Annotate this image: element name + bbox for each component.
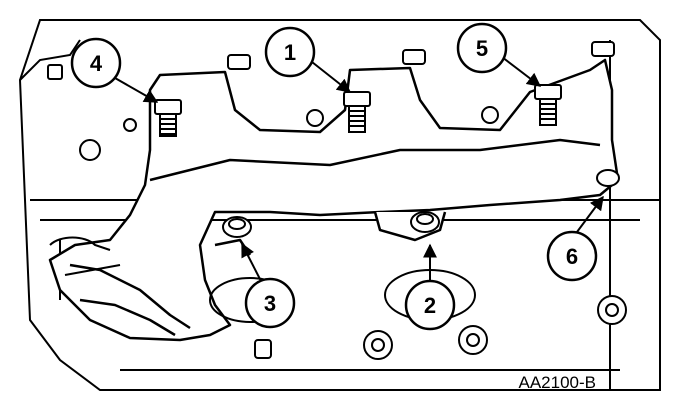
callout-2: 2	[404, 279, 456, 331]
callout-6: 6	[546, 230, 598, 282]
stud-4	[154, 99, 182, 137]
svg-text:1: 1	[284, 40, 296, 65]
svg-text:6: 6	[566, 244, 578, 269]
manifold-studs	[154, 84, 562, 137]
callout-4: 4	[70, 37, 122, 89]
stud-5	[534, 84, 562, 126]
background-studs	[47, 41, 615, 80]
reference-code: AA2100-B	[519, 373, 597, 392]
svg-text:4: 4	[90, 51, 103, 76]
svg-text:2: 2	[424, 293, 436, 318]
callout-arrows	[114, 56, 604, 284]
callout-5: 5	[456, 22, 508, 74]
stud-1	[343, 91, 371, 133]
callout-1: 1	[264, 26, 316, 78]
svg-text:3: 3	[264, 291, 276, 316]
svg-text:5: 5	[476, 36, 488, 61]
lower-bolts	[222, 169, 627, 360]
callout-3: 3	[244, 277, 296, 329]
